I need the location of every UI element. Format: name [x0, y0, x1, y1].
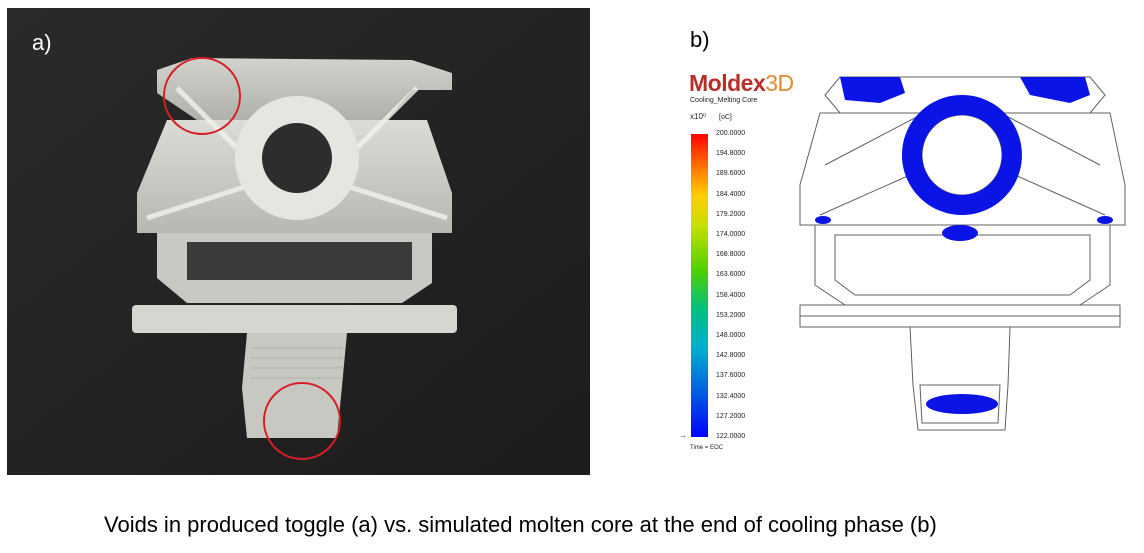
scale-multiplier: x10⁰ [690, 112, 707, 121]
panel-a-label: a) [32, 30, 52, 55]
arrow-icon: → [679, 431, 687, 440]
scale-tick-label: 142.8000 [716, 352, 746, 360]
scale-tick-label: 194.8000 [716, 150, 746, 158]
scale-tick-label: 148.0000 [716, 332, 746, 339]
time-label: Time = EOC [690, 445, 723, 451]
scale-tick-label: 122.0000 [716, 433, 746, 440]
panel-b-label: b) [690, 27, 710, 52]
scale-tick-label: 158.4000 [716, 291, 746, 299]
scale-tick-label: 168.8000 [716, 251, 746, 259]
scale-unit: [oC] [719, 114, 732, 121]
toggle-photo-drawing [7, 8, 590, 475]
simulation-drawing [799, 76, 1126, 431]
toggle-photo: a) [7, 8, 590, 475]
moldex3d-logo: Moldex3D [689, 70, 794, 97]
color-scale-bar [691, 134, 708, 437]
figure-caption: Voids in produced toggle (a) vs. simulat… [104, 512, 937, 537]
brand-name: Moldex [689, 70, 766, 96]
scale-tick-label: 132.4000 [716, 392, 746, 400]
brand-suffix: 3D [765, 70, 794, 96]
result-name: Cooling_Melting Core [690, 97, 758, 104]
scale-tick-label: 153.2000 [716, 311, 746, 319]
scale-tick-label: 163.6000 [716, 271, 746, 279]
scale-tick-label: 200.0000 [716, 130, 746, 137]
scale-tick-label: 189.6000 [716, 170, 746, 178]
scale-tick-label: 127.2000 [716, 412, 746, 420]
scale-tick-label: 184.4000 [716, 190, 746, 198]
scale-tick-label: 179.2000 [716, 210, 746, 218]
scale-tick-label: 137.6000 [716, 372, 746, 380]
scale-tick-label: 174.0000 [716, 231, 746, 238]
